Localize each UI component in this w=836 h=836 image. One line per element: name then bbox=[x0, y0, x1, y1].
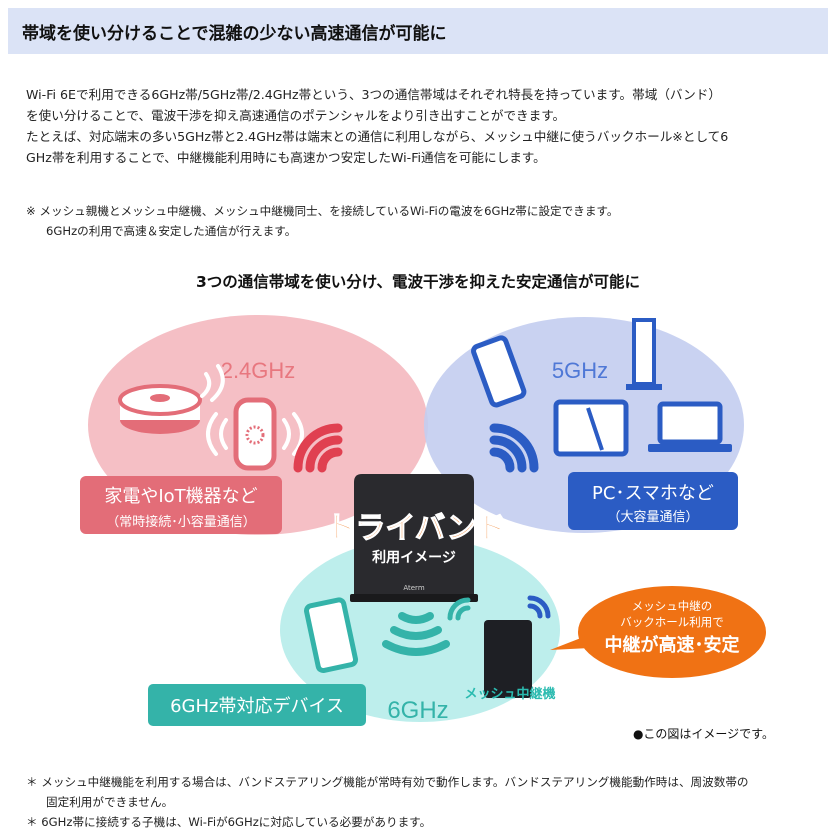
intro-line: を使い分けることで、電波干渉を抑え高速通信のポテンシャルをより引き出すことができ… bbox=[26, 108, 566, 123]
mesh-note-line: 6GHzの利用で高速＆安定した通信が行えます。 bbox=[46, 224, 297, 238]
tower-pc-icon bbox=[626, 318, 662, 390]
footnote-line: ＊ 6GHz帯に接続する子機は、Wi-Fiが6GHzに対応している必要があります… bbox=[26, 815, 432, 829]
speaker-wave-left-icon bbox=[206, 412, 228, 456]
speaker-wave-right-icon bbox=[282, 412, 304, 456]
smartphone-6ghz-icon bbox=[304, 597, 359, 674]
laptop-icon bbox=[648, 401, 732, 452]
smartphone-icon bbox=[471, 335, 527, 408]
backhaul-callout-line2: バックホール利用で bbox=[620, 615, 724, 629]
iot-label-box bbox=[80, 476, 282, 534]
tablet-icon bbox=[553, 399, 629, 457]
image-note: ●この図はイメージです。 bbox=[633, 727, 774, 741]
footnotes: ＊ メッシュ中継機能を利用する場合は、バンドステアリング機能が常時有効で動作しま… bbox=[26, 772, 831, 832]
pc-label-box bbox=[568, 472, 738, 530]
intro-line: Wi-Fi 6Eで利用できる6GHz帯/5GHz帯/2.4GHz帯という、3つの… bbox=[26, 87, 721, 102]
section-title: 帯域を使い分けることで混雑の少ない高速通信が可能に bbox=[22, 23, 447, 44]
footnote-line: 固定利用ができません。 bbox=[46, 795, 174, 809]
wifi-6-small-icon bbox=[447, 597, 471, 621]
diagram-subtitle: 3つの通信帯域を使い分け、電波干渉を抑えた安定通信が可能に bbox=[195, 273, 640, 291]
mesh-repeater-label: メッシュ中継機 bbox=[464, 686, 555, 702]
wifi-5-signal-icon bbox=[489, 423, 539, 473]
vacuum-wave-icon bbox=[200, 364, 225, 402]
triband-sublabel: 利用イメージ bbox=[372, 549, 456, 566]
device6-label: 6GHz帯対応デバイス bbox=[170, 696, 344, 717]
smart-speaker-icon bbox=[233, 397, 277, 471]
wifi-24-signal-icon bbox=[293, 423, 343, 473]
backhaul-callout-line3: 中継が高速･安定 bbox=[605, 634, 740, 656]
footnote-line: ＊ メッシュ中継機能を利用する場合は、バンドステアリング機能が常時有効で動作しま… bbox=[26, 775, 749, 789]
triband-diagram: 2.4GHz 5GHz 6GHz 家電やIoT機器など （常時接続･小容量通信） bbox=[80, 315, 774, 741]
mesh-note-line: ※ メッシュ親機とメッシュ中継機、メッシュ中継機同士、を接続しているWi-Fiの… bbox=[26, 204, 619, 218]
backhaul-callout-line1: メッシュ中継の bbox=[632, 599, 713, 613]
iot-label-sub: （常時接続･小容量通信） bbox=[106, 514, 256, 530]
iot-label-main: 家電やIoT機器など bbox=[104, 486, 257, 507]
router-brand-label: Aterm bbox=[403, 584, 424, 592]
mesh-repeater-icon bbox=[484, 620, 532, 698]
robot-vacuum-icon bbox=[118, 384, 202, 434]
intro-line: GHz帯を利用することで、中継機能利用時にも高速かつ安定したWi-Fi通信を可能… bbox=[26, 150, 546, 165]
band-5-label: 5GHz bbox=[552, 358, 608, 383]
mesh-wifi-signal-icon bbox=[527, 595, 551, 619]
band-24-label: 2.4GHz bbox=[221, 358, 296, 383]
pc-label-main: PC･スマホなど bbox=[592, 483, 714, 504]
wifi-6-signal-icon bbox=[382, 612, 450, 656]
section-header: 帯域を使い分けることで混雑の少ない高速通信が可能に bbox=[8, 8, 828, 54]
router-icon bbox=[350, 474, 478, 602]
device6-label-box bbox=[148, 684, 366, 726]
backhaul-callout-bubble bbox=[550, 586, 766, 678]
triband-label: トライバンド bbox=[326, 511, 507, 546]
pc-label-sub: （大容量通信） bbox=[607, 509, 698, 525]
band-6-label: 6GHz bbox=[387, 697, 448, 724]
intro-line: たとえば、対応端末の多い5GHz帯と2.4GHz帯は端末との通信に利用しながら、… bbox=[26, 129, 729, 144]
intro-paragraph: Wi-Fi 6Eで利用できる6GHz帯/5GHz帯/2.4GHz帯という、3つの… bbox=[26, 84, 816, 168]
mesh-note: ※ メッシュ親機とメッシュ中継機、メッシュ中継機同士、を接続しているWi-Fiの… bbox=[26, 201, 826, 241]
